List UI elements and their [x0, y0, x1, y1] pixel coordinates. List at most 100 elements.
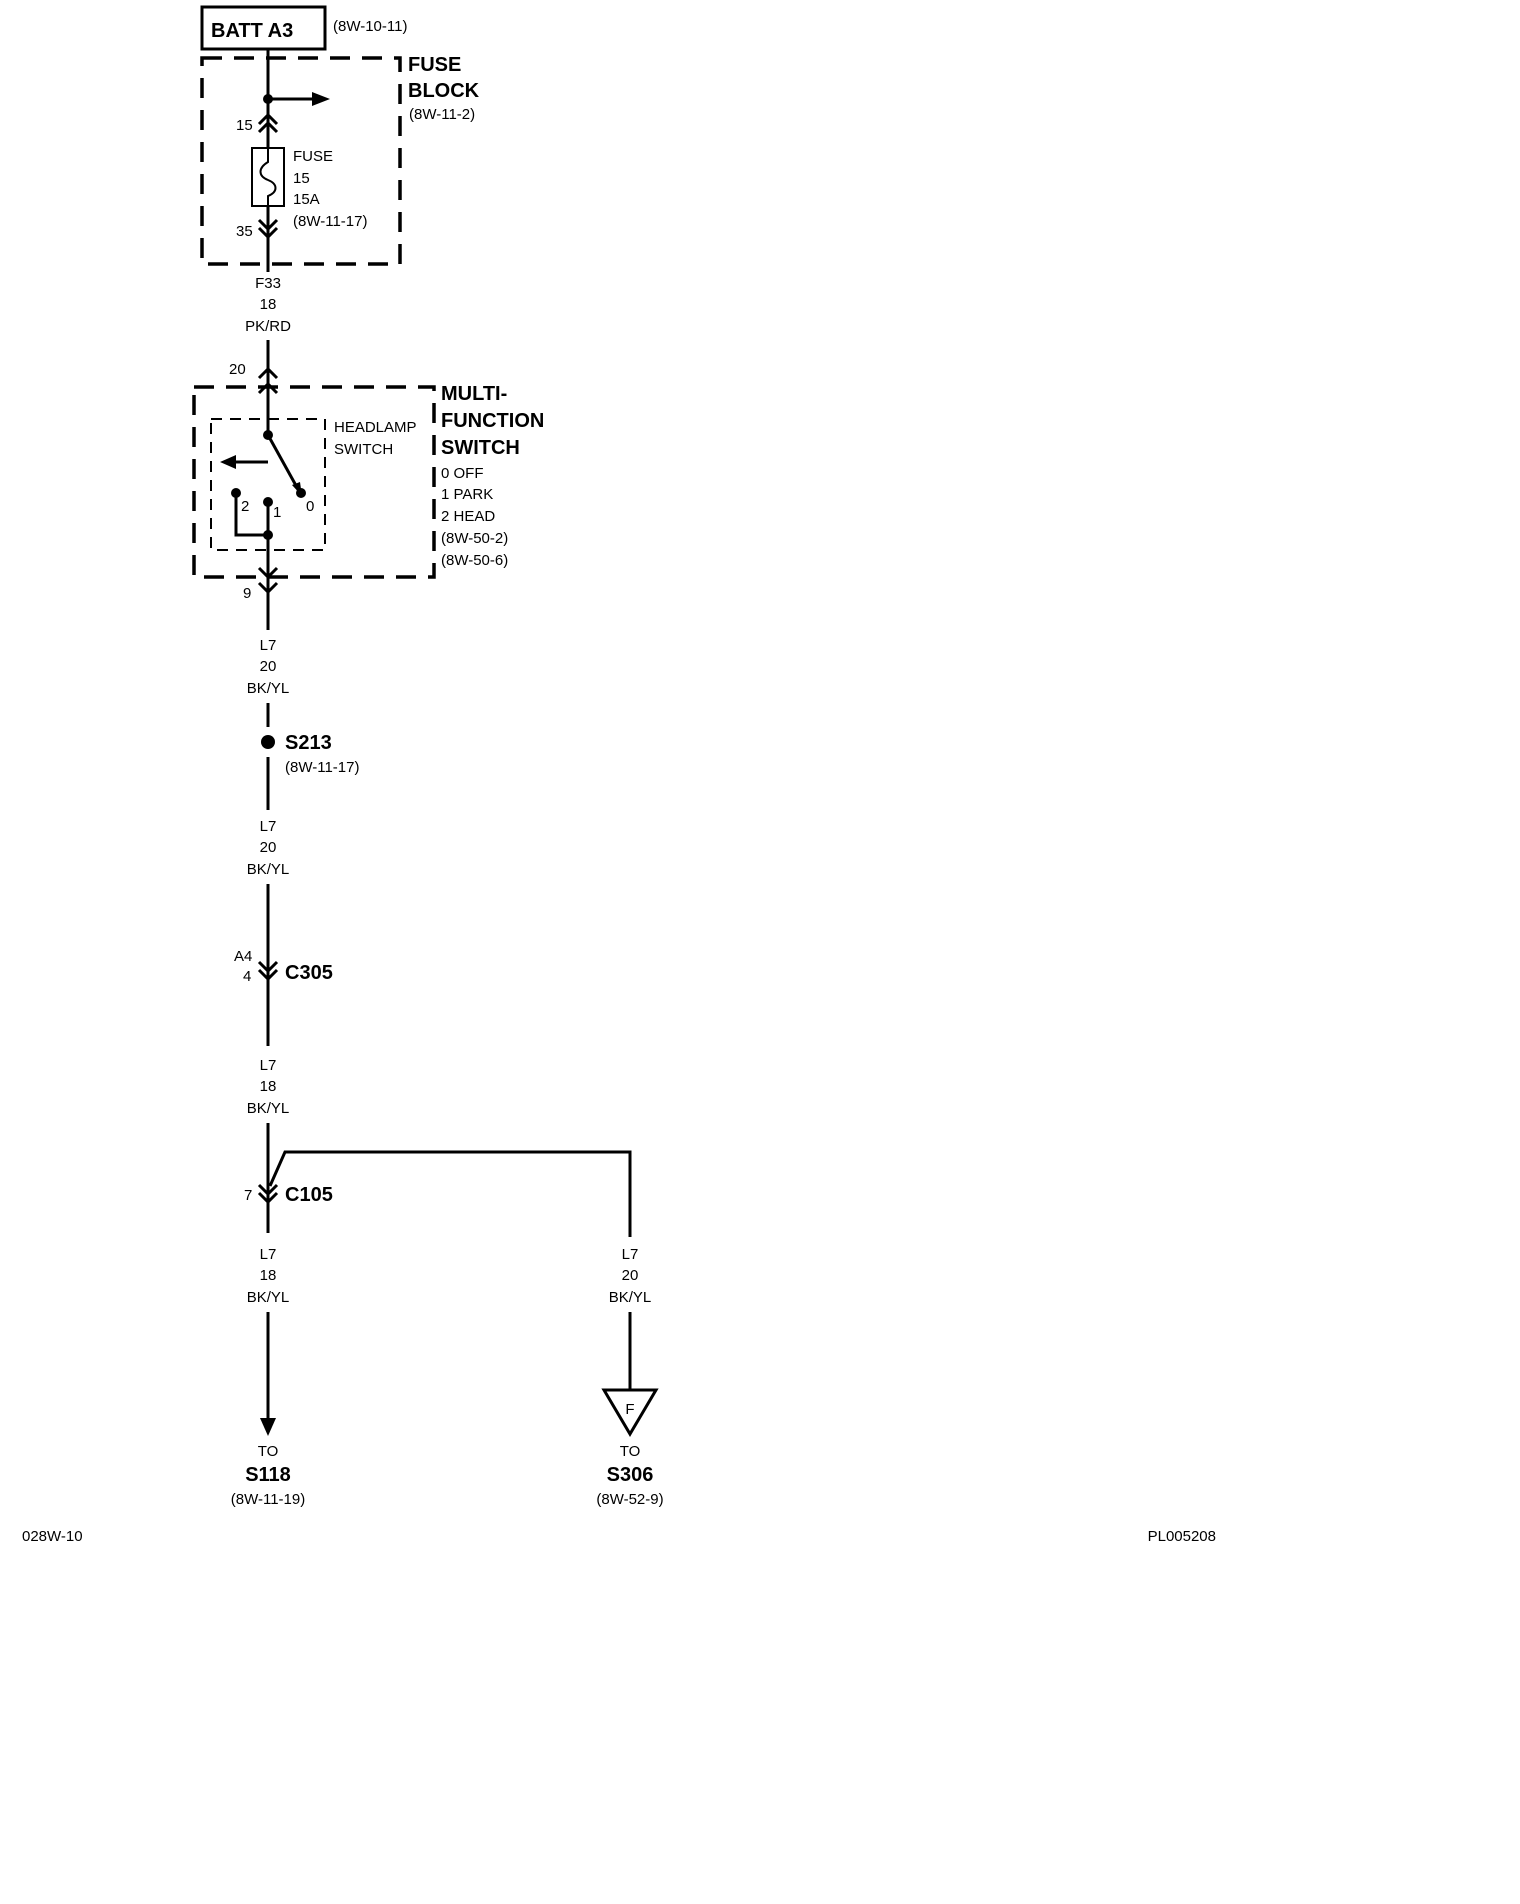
multifunction-switch: 20 MULTI- FUNCTION SWITCH 0 OFF 1 PARK 2…: [192, 361, 544, 602]
wire-f33-label: F33 18 PK/RD: [245, 275, 291, 335]
switch-ref-1: (8W-50-2): [441, 530, 508, 547]
wire-gauge: 18: [260, 1267, 277, 1284]
footer-right-code: PL005208: [1148, 1528, 1216, 1545]
splice-s213: S213 (8W-11-17): [261, 732, 359, 776]
battery-label: BATT A3: [211, 20, 293, 42]
destination-label: S306: [607, 1464, 654, 1486]
destination-ref: (8W-11-19): [231, 1491, 305, 1508]
battery-ref: (8W-10-11): [333, 18, 407, 35]
destination-to: TO: [620, 1443, 641, 1460]
fuse-block-ref: (8W-11-2): [409, 106, 475, 123]
headlamp-switch-label-line1: HEADLAMP: [334, 419, 417, 436]
wire-circuit: F33: [255, 275, 281, 292]
wire-circuit: L7: [622, 1246, 639, 1263]
contact-2-wire: [234, 493, 268, 537]
wire-gauge: 18: [260, 1078, 277, 1095]
connector-c305: A4 4 C305: [234, 948, 333, 985]
wire-color: BK/YL: [247, 1289, 290, 1306]
switch-position-2: 2 HEAD: [441, 508, 495, 525]
connector-pin-b: 4: [243, 968, 251, 985]
wire-l7-1-label: L7 20 BK/YL: [247, 637, 290, 697]
linkage-arrow-icon: [220, 455, 236, 469]
wire-l7-3-label: L7 18 BK/YL: [247, 1057, 290, 1117]
wire-color: BK/YL: [247, 861, 290, 878]
connector-chevron-icon: [257, 112, 279, 126]
contact-0-dot: [296, 488, 306, 498]
switch-title-line1: MULTI-: [441, 383, 507, 405]
wire-color: PK/RD: [245, 318, 291, 335]
wire-l7-5-label: L7 20 BK/YL: [609, 1246, 652, 1306]
junction-dot: [263, 530, 273, 540]
connector-pin: 7: [244, 1187, 252, 1204]
connector-label: C105: [285, 1184, 333, 1206]
wire-branch-to-s306: [268, 1150, 632, 1237]
switch-title-line2: FUNCTION: [441, 410, 544, 432]
battery-source: BATT A3 (8W-10-11): [200, 5, 407, 51]
headlamp-switch-label-line2: SWITCH: [334, 441, 393, 458]
wire-color: BK/YL: [247, 680, 290, 697]
destination-ref: (8W-52-9): [596, 1491, 663, 1508]
wire-gauge: 18: [260, 296, 277, 313]
connector-chevron-icon: [257, 218, 279, 232]
fuse-block-title-line1: FUSE: [408, 54, 461, 76]
wire-circuit: L7: [260, 637, 277, 654]
switch-blade: [266, 434, 301, 492]
connector-chevron-icon: [257, 226, 279, 240]
wire-l7-2-label: L7 20 BK/YL: [247, 818, 290, 878]
destination-to: TO: [258, 1443, 279, 1460]
fuse-label-line1: FUSE: [293, 148, 333, 165]
destination-s118: TO S118 (8W-11-19): [231, 1443, 305, 1508]
wire-gauge: 20: [622, 1267, 639, 1284]
wire-circuit: L7: [260, 1246, 277, 1263]
fuse-ref: (8W-11-17): [293, 213, 367, 230]
inline-connector-triangle-icon: [601, 1388, 659, 1437]
connector-chevron-icon: [257, 566, 279, 580]
connector-chevron-icon: [257, 366, 279, 380]
headlamp-switch-outline: [210, 418, 326, 551]
switch-position-1: 1 PARK: [441, 486, 493, 503]
fuse-block: FUSE BLOCK (8W-11-2) 15 FUSE 15 15A (8W-…: [200, 49, 480, 272]
contact-1-label: 1: [273, 504, 281, 521]
connector-chevron-icon: [257, 1183, 279, 1197]
fuse-pin-in: 15: [236, 117, 253, 134]
switch-pin-in: 20: [229, 361, 246, 378]
footer-left-code: 028W-10: [22, 1528, 83, 1545]
switch-pin-out: 9: [243, 585, 251, 602]
fuse-pin-out: 35: [236, 223, 253, 240]
destination-s306: TO S306 (8W-52-9): [596, 1443, 663, 1508]
fuse-label-line3: 15A: [293, 191, 320, 208]
wire-l7-4-label: L7 18 BK/YL: [247, 1246, 290, 1306]
connector-label: C305: [285, 962, 333, 984]
connector-chevron-icon: [257, 381, 279, 395]
destination-label: S118: [245, 1464, 291, 1486]
splice-label: S213: [285, 732, 332, 754]
wire-gauge: 20: [260, 839, 277, 856]
fuse-element-icon: [259, 148, 277, 206]
wire-color: BK/YL: [247, 1100, 290, 1117]
connector-c105: 7 C105: [244, 1183, 333, 1206]
contact-0-label: 0: [306, 498, 314, 515]
switch-ref-2: (8W-50-6): [441, 552, 508, 569]
multifunction-switch-outline: [192, 385, 436, 579]
connector-chevron-icon: [257, 960, 279, 974]
wire-gauge: 20: [260, 658, 277, 675]
contact-2-label: 2: [241, 498, 249, 515]
connector-pin-a: A4: [234, 948, 252, 965]
wire-circuit: L7: [260, 818, 277, 835]
splice-ref: (8W-11-17): [285, 759, 359, 776]
inline-connector-symbol: F: [625, 1401, 634, 1418]
wire-circuit: L7: [260, 1057, 277, 1074]
wiring-diagram: BATT A3 (8W-10-11) FUSE BLOCK (8W-11-2) …: [22, 5, 1216, 1545]
splice-dot: [261, 735, 275, 749]
connector-chevron-icon: [257, 120, 279, 134]
connector-chevron-icon: [257, 1191, 279, 1205]
switch-position-0: 0 OFF: [441, 465, 484, 482]
fuse-label-line2: 15: [293, 170, 310, 187]
switch-title-line3: SWITCH: [441, 437, 520, 459]
connector-chevron-icon: [257, 968, 279, 982]
arrow-down-icon: [260, 1418, 276, 1436]
fuse-block-title-line2: BLOCK: [408, 80, 480, 102]
branch-arrow-icon: [312, 92, 330, 106]
wire-color: BK/YL: [609, 1289, 652, 1306]
fuse-block-outline: [200, 56, 402, 266]
